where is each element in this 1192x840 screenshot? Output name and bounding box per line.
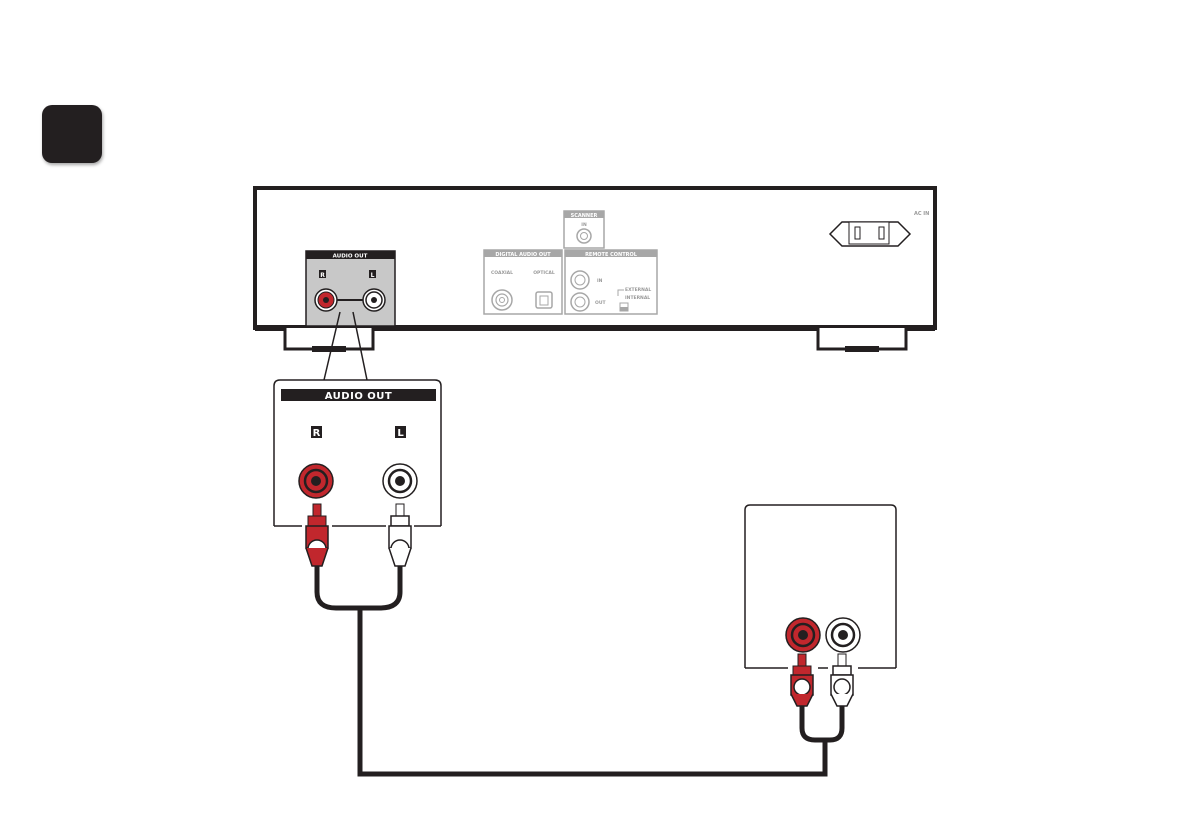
player-r-label: R (320, 272, 325, 279)
player-audio-out-label: AUDIO OUT (333, 254, 368, 260)
scanner-label: SCANNER (571, 213, 598, 219)
zoom-r-label: R (313, 428, 321, 439)
zoom-rca-jack-white-icon (383, 464, 417, 498)
remote-in-label: IN (597, 278, 603, 284)
coaxial-label: COAXIAL (491, 270, 513, 276)
zoom-rca-jack-red-icon (299, 464, 333, 498)
optical-label: OPTICAL (533, 270, 555, 276)
amp-rca-jack-red-icon (786, 618, 820, 652)
player-rca-jack-red-icon (315, 289, 337, 311)
player-audio-out-panel: AUDIO OUT R L (306, 251, 395, 326)
zoom-l-label: L (397, 428, 404, 439)
zoom-audio-out-label: AUDIO OUT (325, 391, 393, 402)
remote-out-label: OUT (595, 300, 606, 306)
player-digital-audio-out-section: DIGITAL AUDIO OUT COAXIAL OPTICAL (484, 250, 562, 314)
coaxial-jack-icon (492, 290, 512, 310)
zoom-audio-out-panel: AUDIO OUT R L (274, 380, 441, 526)
player-rear-panel: AUDIO OUT R L SCANNER IN (255, 188, 935, 352)
player-l-label: L (371, 272, 375, 279)
amp-rca-jack-white-icon (826, 618, 860, 652)
player-remote-control-section: REMOTE CONTROL IN OUT EXTERNAL INTERNAL (565, 250, 657, 314)
amplifier-device (745, 505, 896, 668)
player-foot-right (818, 328, 906, 352)
digital-audio-out-label: DIGITAL AUDIO OUT (495, 252, 551, 258)
internal-label: INTERNAL (625, 295, 650, 301)
player-rca-jack-white-icon (363, 289, 385, 311)
external-label: EXTERNAL (625, 287, 651, 293)
optical-port-icon (536, 292, 552, 308)
player-scanner-section: SCANNER IN (564, 211, 604, 248)
scanner-in-label: IN (581, 222, 587, 228)
ac-in-label: AC IN (914, 211, 929, 217)
remote-control-label: REMOTE CONTROL (585, 252, 638, 258)
